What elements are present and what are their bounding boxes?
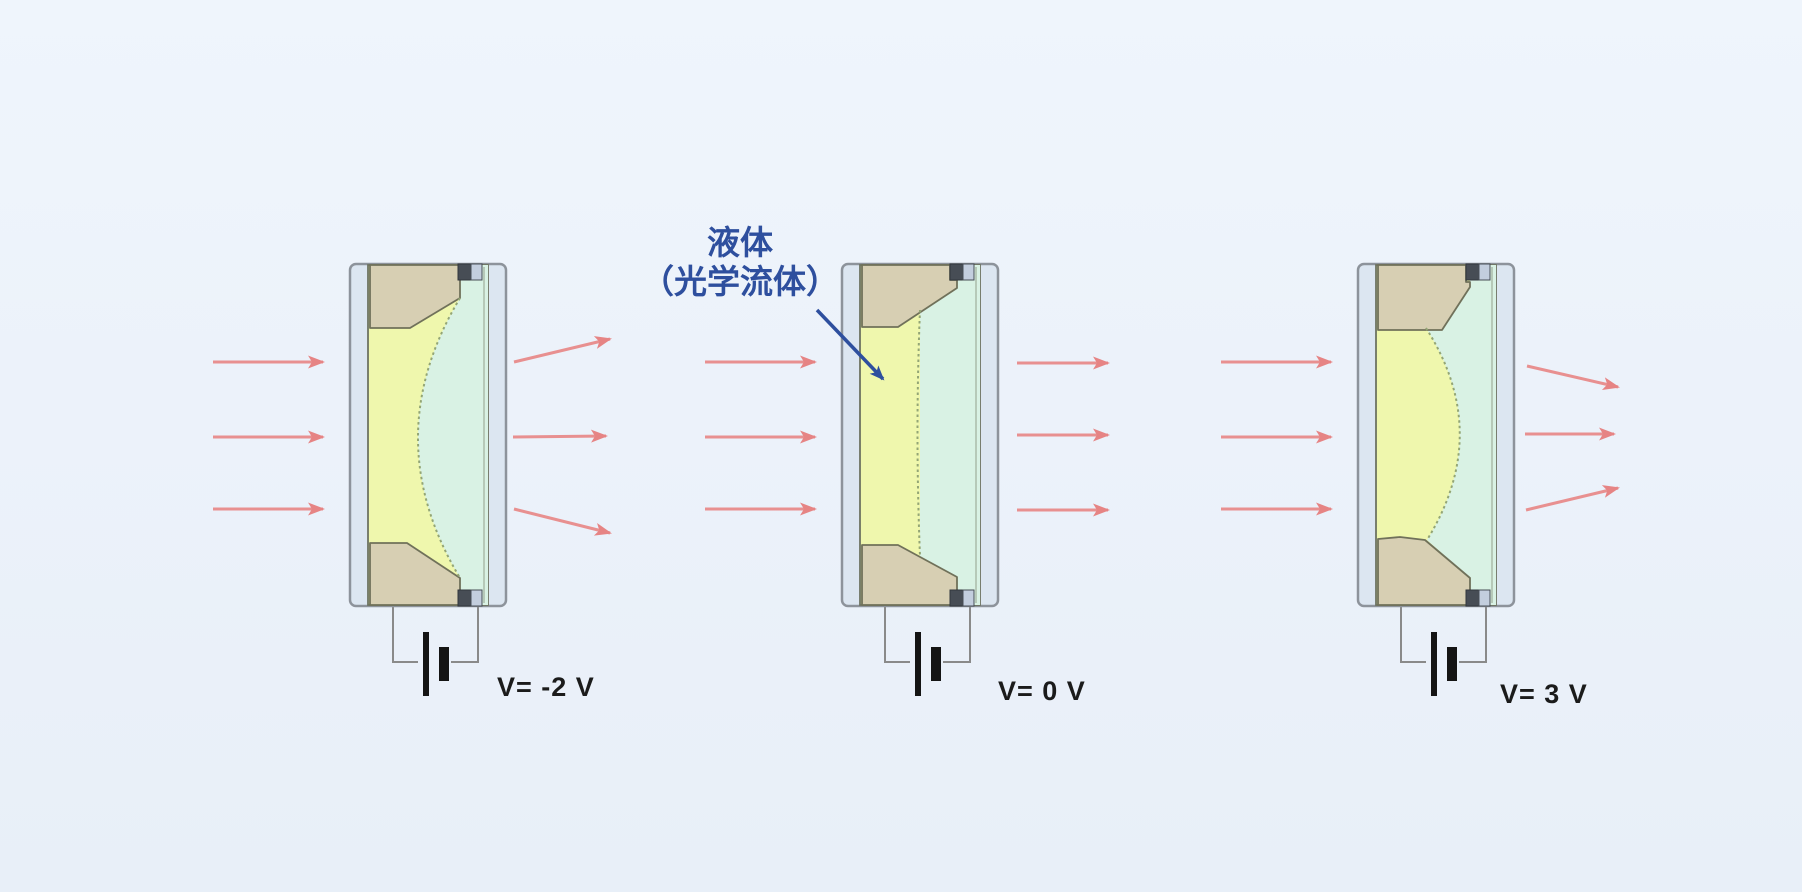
lens-unit-negative-bias	[213, 262, 612, 696]
output-light-rays-parallel	[1017, 356, 1110, 517]
liquid-cyan	[418, 265, 488, 605]
lens-unit-positive-bias	[1221, 262, 1620, 696]
electrode-contact	[470, 263, 483, 281]
battery-icon	[884, 606, 971, 696]
liquid-interface	[1425, 327, 1461, 541]
output-light-rays-diverging	[512, 336, 612, 536]
electrode-contact	[949, 263, 964, 281]
voltage-label-zero: V= 0 V	[998, 676, 1086, 706]
liquid-annotation-line2: （光学流体）	[641, 262, 839, 300]
electrode-contact	[457, 589, 472, 607]
lens-unit-zero-bias	[705, 262, 1110, 696]
input-light-rays	[705, 355, 817, 516]
lens-cell	[348, 262, 508, 608]
liquid-interface	[417, 297, 461, 579]
battery-icon	[1400, 606, 1487, 696]
output-light-rays-converging	[1525, 364, 1620, 512]
liquid-annotation-arrow	[815, 308, 885, 381]
electrode-bottom	[861, 544, 958, 606]
liquid-cyan	[920, 265, 980, 605]
electrode-contact	[1478, 263, 1491, 281]
electrode-contact	[470, 589, 483, 607]
lens-cell	[840, 262, 1000, 608]
voltage-label-negative: V= -2 V	[497, 672, 595, 702]
electrode-contact	[962, 589, 975, 607]
battery-icon	[392, 606, 479, 696]
liquid-cyan	[1426, 265, 1496, 605]
electrode-top	[369, 264, 461, 329]
liquid-annotation-label: 液体 （光学流体）	[630, 224, 850, 302]
electrode-contact	[1478, 589, 1491, 607]
electrode-contact	[962, 263, 975, 281]
input-light-rays	[1221, 355, 1333, 516]
liquid-annotation-line1: 液体	[707, 224, 773, 261]
input-light-rays	[213, 355, 325, 516]
electrode-contact	[457, 263, 472, 281]
electrode-contact	[1465, 589, 1480, 607]
voltage-label-positive: V= 3 V	[1500, 679, 1588, 709]
lens-cell	[1356, 262, 1516, 608]
liquid-interface	[916, 309, 921, 557]
electrode-bottom	[369, 542, 461, 606]
electrode-contact	[1465, 263, 1480, 281]
electrode-contact	[949, 589, 964, 607]
